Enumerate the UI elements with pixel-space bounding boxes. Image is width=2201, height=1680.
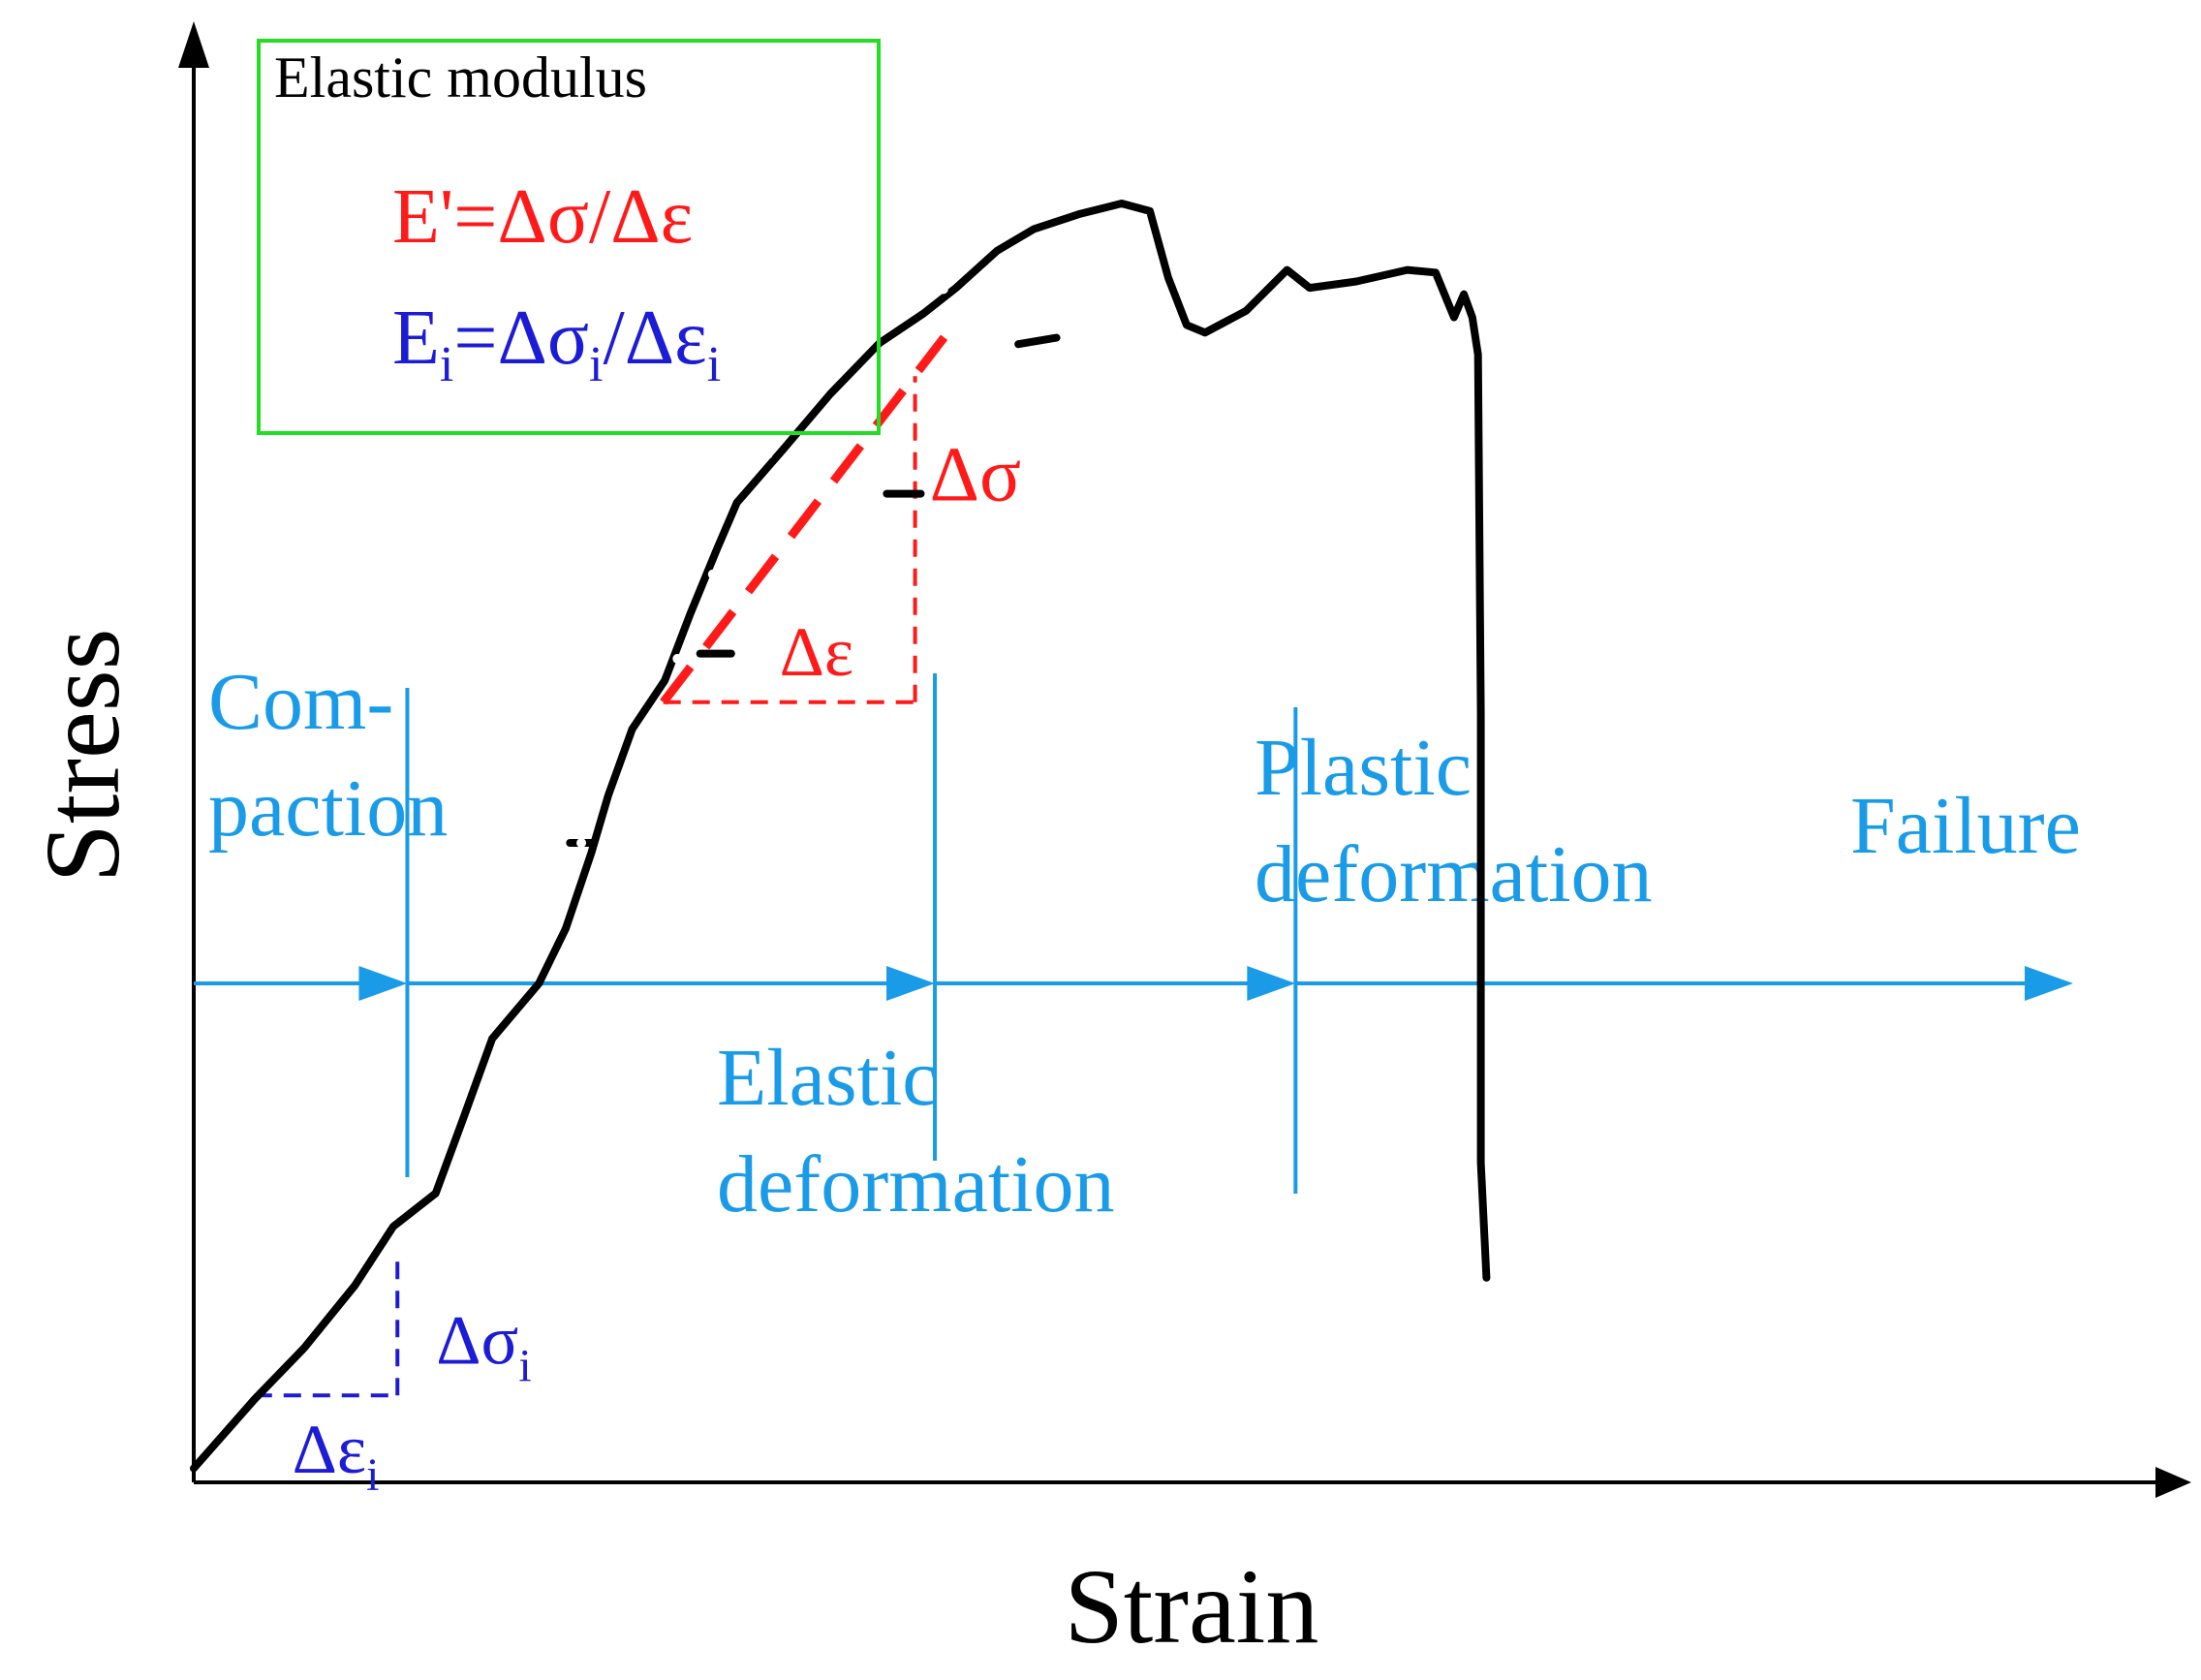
legend-delta-eps: /Δε [603,296,706,381]
secant-delta-strain-symbol: Δε [293,1411,367,1488]
phase-arrow-head [1247,966,1296,1001]
curve-gap [707,569,718,579]
phase-label: Elastic deformation [717,1033,1115,1229]
secant-delta-strain-label: Δεi [293,1411,380,1501]
phase-arrow-head [358,966,408,1001]
curve-gap [938,284,948,295]
phase-label-line: Com- [208,657,393,747]
x-axis-label: Strain [1065,1547,1319,1665]
stress-strain-curve-group [190,200,1491,1473]
x-axis-arrowhead [2155,1467,2191,1498]
curve-gap [762,449,773,459]
legend-delta-sigma: =Δσ [453,296,589,381]
phase-label-line: paction [208,763,448,854]
phase-label-line: Failure [1850,781,2081,871]
legend-title: Elastic modulus [274,46,647,109]
legend-box: Elastic modulus E'=Δσ/Δε Ei=Δσi/Δεi [257,39,881,435]
phase-arrow-head [886,966,936,1001]
legend-sub-1: i [440,337,453,392]
curve-ledge [1014,333,1061,349]
phase-label-line: Elastic [717,1033,939,1123]
secant-delta-stress-label: Δσi [436,1302,531,1392]
phase-label: Plastic deformation [1255,723,1653,919]
curve-gap [672,653,683,664]
phase-arrow-head [2025,966,2073,1001]
curve-gap [576,838,587,848]
tangent-delta-strain-label: Δε [780,613,854,691]
legend-sub-2: i [589,337,603,392]
legend-sub-3: i [707,337,721,392]
legend-line-secant-modulus: E'=Δσ/Δε [392,174,693,260]
secant-delta-strain-sub: i [366,1449,379,1501]
y-axis-arrowhead [178,21,209,68]
legend-line-tangent-modulus: Ei=Δσi/Δεi [392,296,721,392]
legend-e: E [392,296,440,381]
tangent-line [660,334,948,705]
phase-label: Com-paction [208,657,448,854]
legend-border [257,39,881,435]
phase-label-line: Plastic [1255,723,1472,813]
phase-label: Failure [1850,781,2081,871]
phase-label-line: deformation [717,1139,1115,1229]
stress-strain-curve [190,200,1491,1473]
secant-delta-stress-symbol: Δσ [436,1302,518,1380]
y-axis-label: Stress [23,629,141,884]
secant-delta-stress-sub: i [518,1341,531,1392]
tangent-triangle: Δε Δσ [660,334,1022,705]
tangent-delta-stress-label: Δσ [930,433,1022,518]
phase-label-line: deformation [1255,829,1653,919]
